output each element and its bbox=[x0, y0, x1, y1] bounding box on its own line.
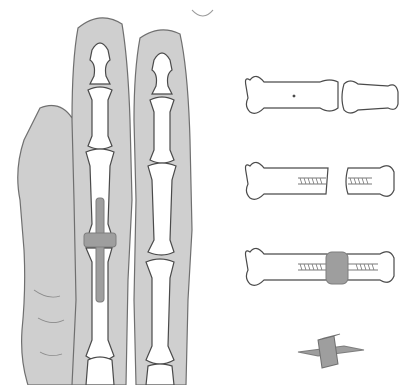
metacarpal-base bbox=[146, 364, 174, 385]
step-1-intact-phalanges bbox=[246, 76, 399, 113]
distal-phalanx bbox=[90, 43, 110, 84]
distal-bone bbox=[342, 81, 398, 113]
implant-stem bbox=[96, 198, 104, 302]
step-3-implant-inserted bbox=[246, 248, 395, 285]
distal-phalanx bbox=[152, 53, 172, 94]
middle-phalanx bbox=[88, 87, 112, 149]
top-arc-mark bbox=[192, 10, 213, 16]
implant-hinge-block bbox=[318, 336, 338, 368]
hand-illustration bbox=[18, 18, 192, 385]
implant-hinge bbox=[326, 252, 348, 284]
step-2-drilled-channels bbox=[246, 162, 395, 199]
metacarpal-base bbox=[86, 357, 114, 385]
joint-mark bbox=[293, 95, 295, 97]
distal-bone bbox=[346, 252, 394, 283]
step-4-implant-alone bbox=[298, 334, 364, 368]
distal-bone bbox=[346, 166, 394, 197]
implant-hinge bbox=[84, 233, 116, 247]
proximal-bone bbox=[246, 76, 339, 113]
middle-phalanx bbox=[150, 97, 174, 163]
proximal-bone bbox=[246, 162, 329, 199]
